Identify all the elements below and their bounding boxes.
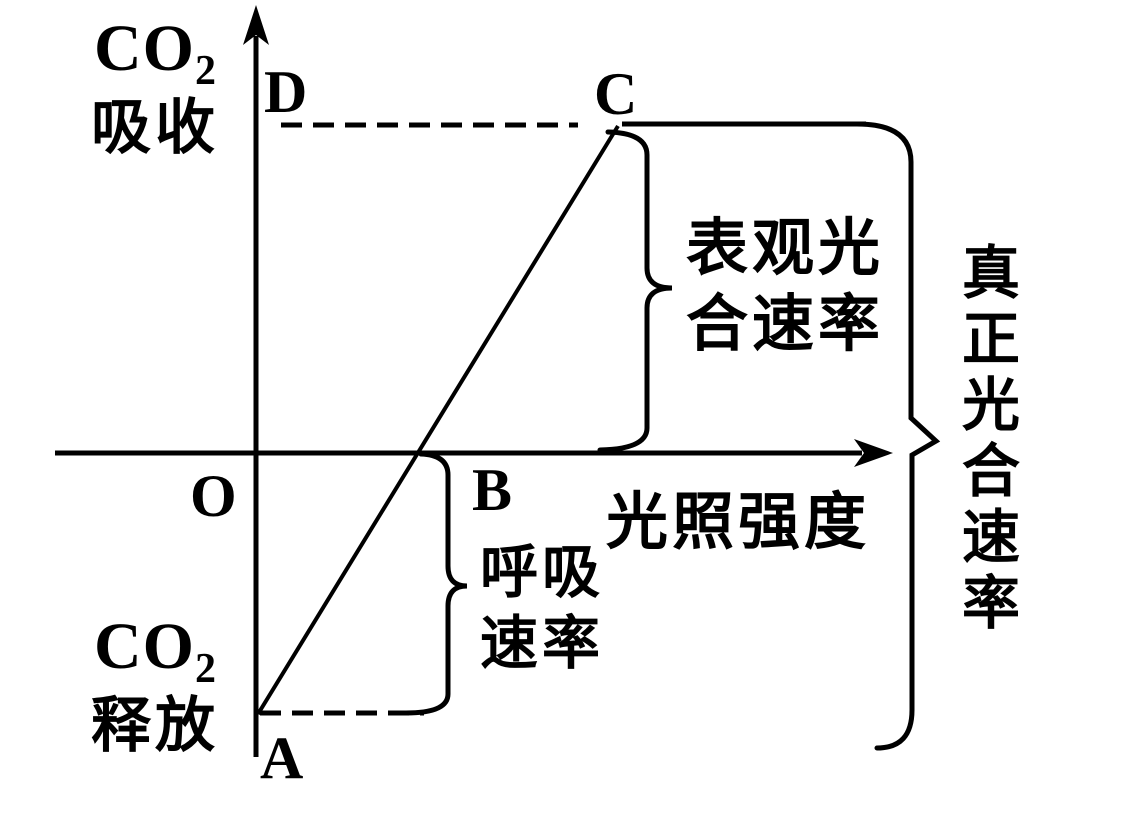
respiration-rate-brace [403, 451, 468, 716]
y-axis-negative-label: CO2 释放 [70, 610, 240, 759]
co2-release-formula: CO2 [94, 610, 216, 692]
x-axis-arrowhead-icon [854, 439, 893, 467]
point-label-a: A [260, 725, 304, 791]
point-label-c: C [594, 61, 638, 127]
photosynthesis-response-line [256, 124, 620, 716]
y-axis-positive-label: CO2 吸收 [70, 12, 240, 161]
x-axis-title: 光照强度 [606, 489, 871, 557]
co2-absorb-action: 吸收 [91, 95, 219, 161]
point-label-b: B [472, 457, 513, 523]
respiration-rate-label: 呼吸 速率 [480, 540, 605, 676]
true-rate-brace [854, 121, 941, 751]
true-rate-label: 真正光合速率 [953, 242, 1018, 638]
origin-label: O [190, 463, 237, 529]
apparent-rate-label: 表观光 合速率 [686, 215, 885, 359]
apparent-rate-brace [597, 129, 673, 453]
co2-absorb-formula: CO2 [94, 12, 216, 94]
point-label-d: D [264, 59, 308, 125]
co2-release-action: 释放 [91, 693, 219, 759]
y-axis-arrowhead-icon [243, 5, 269, 45]
